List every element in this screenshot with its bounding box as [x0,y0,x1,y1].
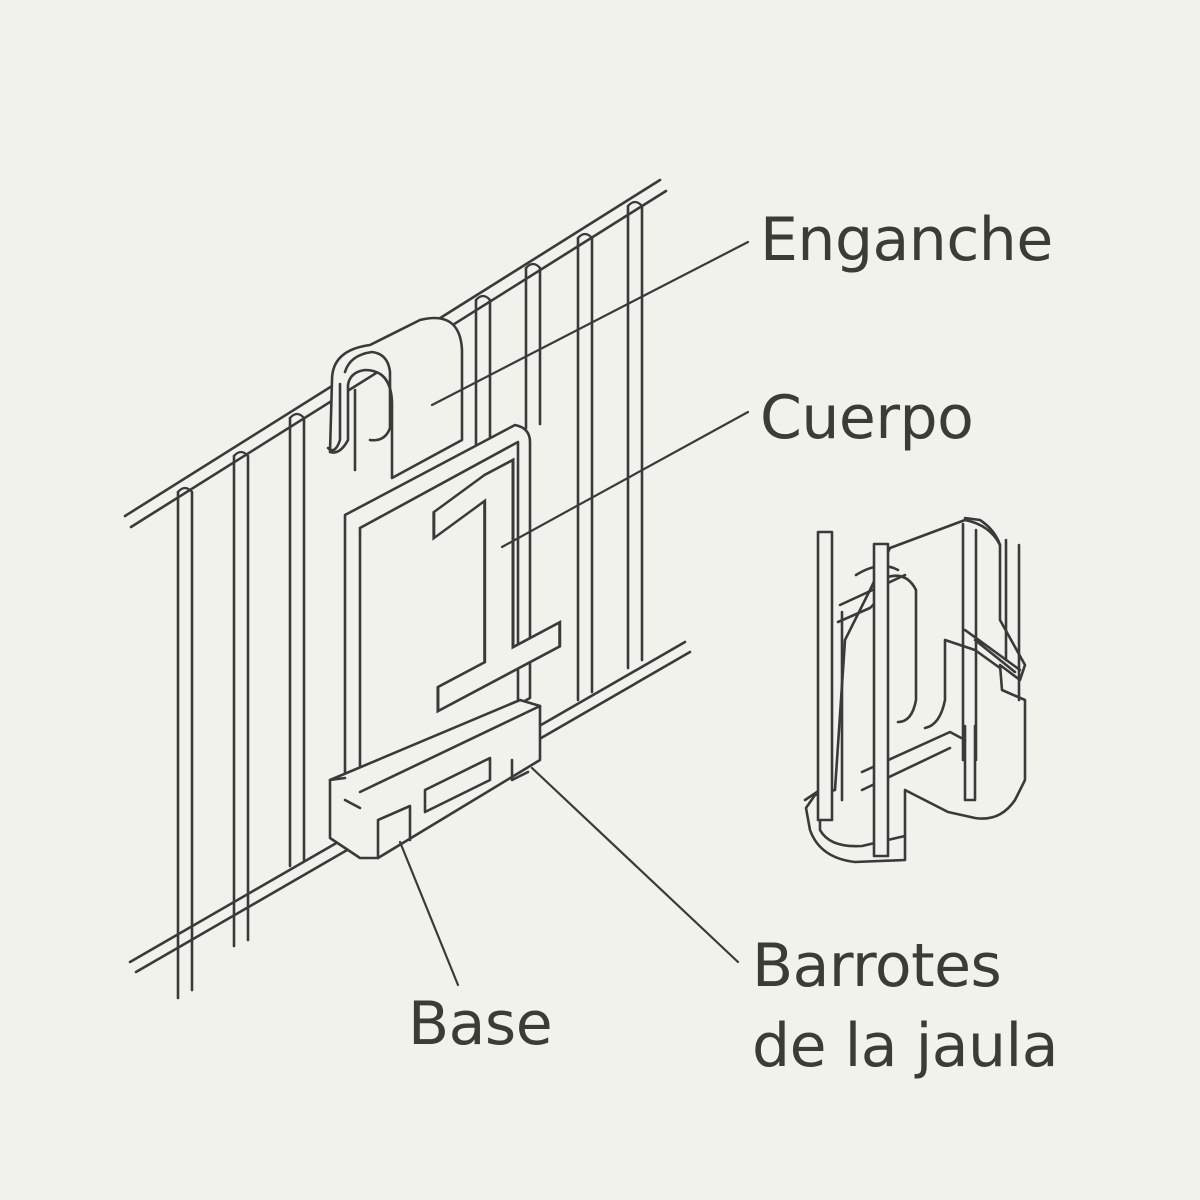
leader-cuerpo [500,410,750,549]
cage-bars [123,178,692,1000]
leader-base [398,840,460,987]
leader-lines [398,240,750,987]
leader-barrotes [530,766,740,964]
label-barrotes-line1: Barrotes [752,931,1002,1001]
label-barrotes: Barrotes de la jaula [752,926,1058,1086]
leader-enganche [430,240,750,407]
vertical-bar [232,454,250,948]
label-enganche: Enganche [760,205,1053,275]
vertical-bar [288,416,306,868]
vertical-bar [524,266,542,430]
vertical-bar [576,236,594,702]
vertical-bar [176,490,194,1000]
tag-base [328,698,542,860]
side-view-detail [803,516,1027,864]
label-barrotes-line2: de la jaula [752,1011,1058,1081]
label-base: Base [408,989,553,1059]
tag-hook [326,316,464,480]
label-cuerpo: Cuerpo [760,383,974,453]
vertical-bar [626,204,644,670]
